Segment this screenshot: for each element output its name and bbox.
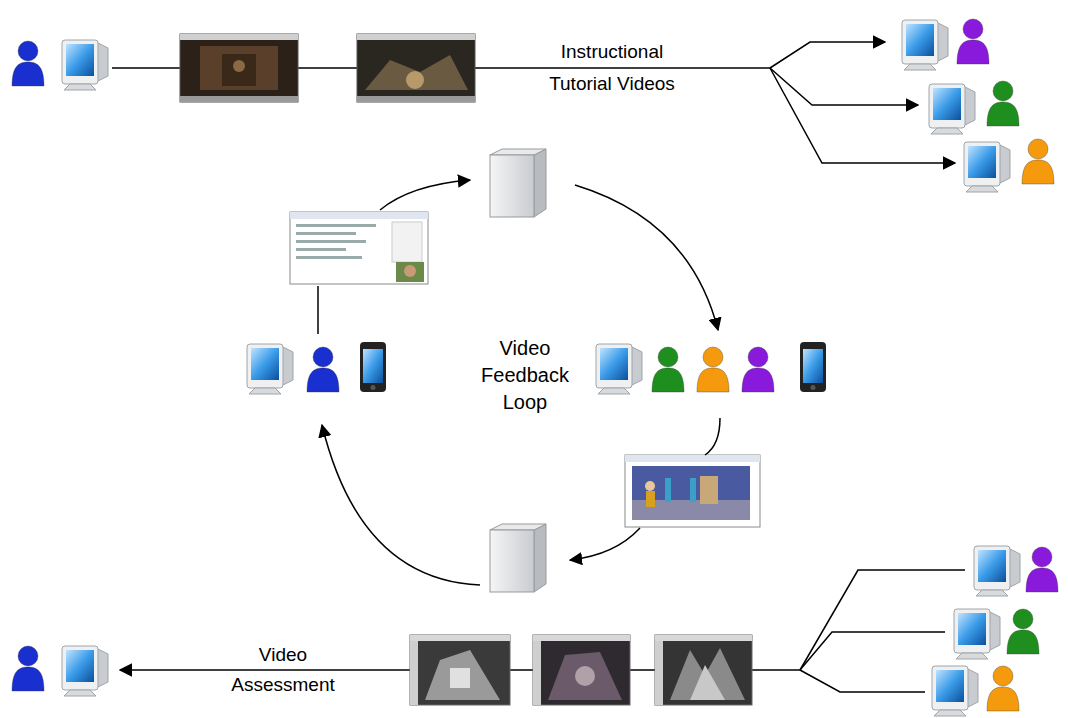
student-icons <box>596 342 826 394</box>
assessment-screenshot <box>410 635 510 705</box>
caption-label: Video Feedback Loop <box>470 335 580 416</box>
server-icon <box>490 149 546 217</box>
instructor-icons <box>12 40 108 90</box>
server-icon <box>490 524 546 592</box>
game-screenshot <box>625 455 760 527</box>
tutorial-screenshot <box>180 34 298 102</box>
caption-label: Video Assessment <box>218 640 348 700</box>
instructor-icons <box>247 342 386 394</box>
student-icons <box>902 19 1054 192</box>
code-screenshot <box>290 212 428 284</box>
tutorial-screenshot <box>357 34 475 102</box>
loop-arrows <box>318 180 720 585</box>
caption-label: Instructional Tutorial Videos <box>532 36 692 100</box>
assessment-screenshot <box>533 635 630 705</box>
instructor-icons <box>12 646 108 696</box>
assessment-screenshot <box>655 635 752 705</box>
student-icons <box>932 546 1058 716</box>
